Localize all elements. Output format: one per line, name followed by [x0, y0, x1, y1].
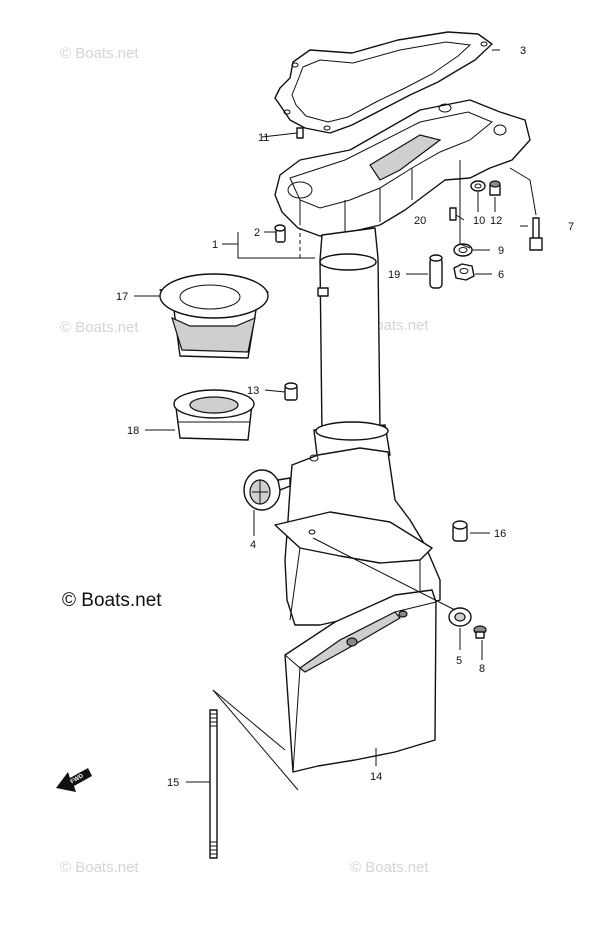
- screw: [489, 180, 501, 196]
- drive-shaft-housing-head: [274, 99, 531, 237]
- callout-3: 3: [520, 45, 526, 57]
- callout-5: 5: [456, 655, 462, 667]
- watermark: © Boats.net: [60, 859, 139, 876]
- seal: [173, 389, 255, 441]
- callout-11: 11: [258, 132, 269, 144]
- pivot-pin: [429, 254, 443, 289]
- forward-direction-arrow-icon: FWD: [56, 768, 92, 792]
- callout-19: 19: [388, 269, 400, 281]
- callout-4: 4: [250, 539, 256, 551]
- washer-small: [470, 180, 486, 192]
- callout-labels: 1 2 3 4 5 6 7 8 9 10 11 12 13 14 15 16 1…: [116, 45, 574, 789]
- callout-2: 2: [254, 227, 260, 239]
- dowel-pin: [296, 127, 304, 139]
- plug: [284, 382, 298, 401]
- watermark: © Boats.net: [60, 319, 139, 336]
- callout-16: 16: [494, 528, 506, 540]
- callout-10: 10: [473, 215, 485, 227]
- lower-cover: [284, 589, 437, 773]
- cover-grommet: [448, 607, 472, 627]
- grommet-small: [243, 469, 291, 511]
- callout-20: 20: [414, 215, 426, 227]
- callout-7: 7: [568, 221, 574, 233]
- nut: [453, 263, 475, 281]
- drive-shaft-housing-body: [274, 447, 441, 626]
- grommet-top: [274, 224, 286, 243]
- washer: [453, 243, 473, 257]
- callout-13: 13: [247, 385, 259, 397]
- cover-bolt: [473, 625, 487, 639]
- bushing: [452, 520, 468, 542]
- drive-shaft-housing-tube: [313, 227, 391, 464]
- callout-17: 17: [116, 291, 128, 303]
- brand-text: © Boats.net: [62, 590, 162, 611]
- callout-12: 12: [490, 215, 502, 227]
- leader-lines: [134, 49, 537, 791]
- callout-8: 8: [479, 663, 485, 675]
- callout-18: 18: [127, 425, 139, 437]
- callout-14: 14: [370, 771, 382, 783]
- pin: [449, 207, 457, 221]
- bolt: [529, 217, 543, 251]
- callout-6: 6: [498, 269, 504, 281]
- callout-9: 9: [498, 245, 504, 257]
- watermark: © Boats.net: [60, 45, 139, 62]
- callout-1: 1: [212, 239, 218, 251]
- watermark: © Boats.net: [350, 859, 429, 876]
- stud-bolt: [209, 709, 218, 859]
- gasket: [274, 31, 493, 134]
- callout-15: 15: [167, 777, 179, 789]
- grommet: [159, 273, 269, 359]
